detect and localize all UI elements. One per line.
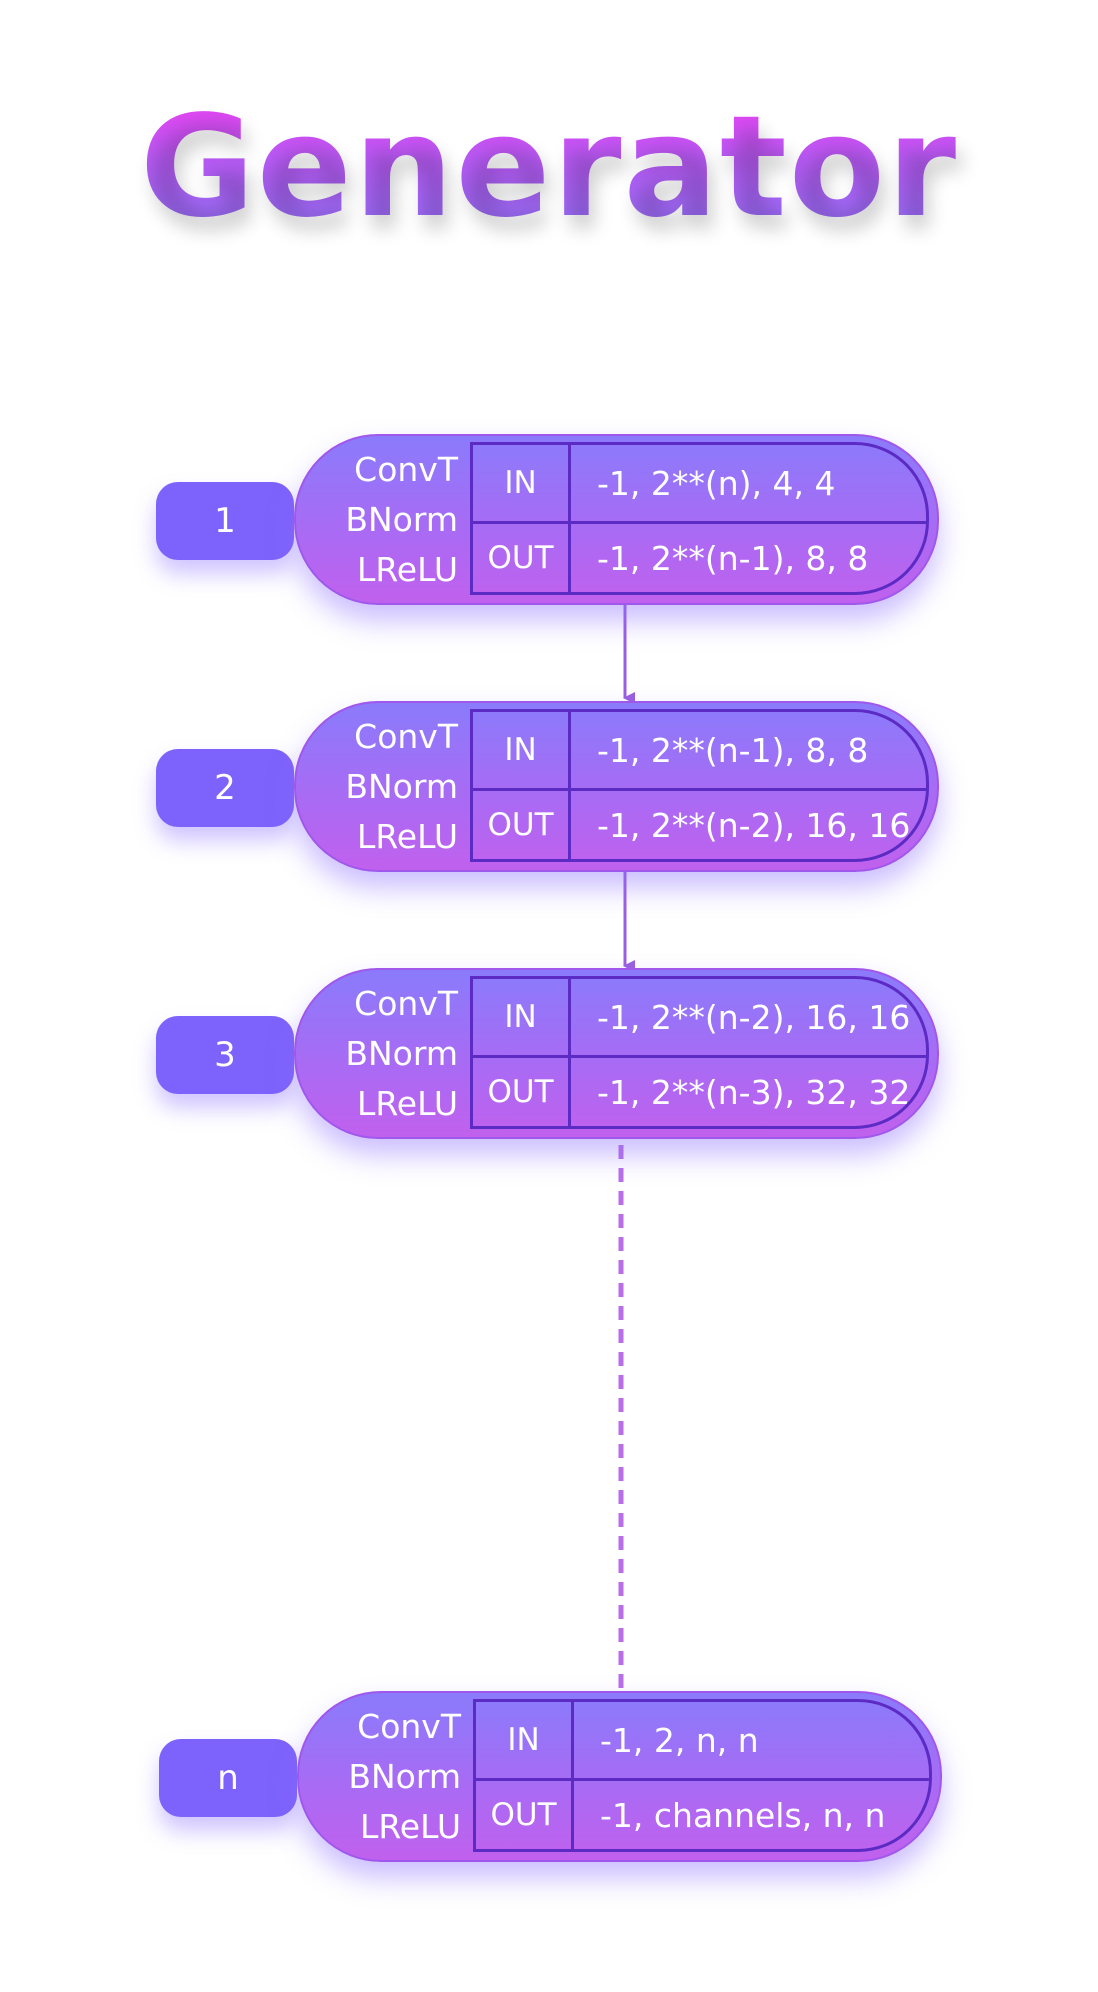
op-bnorm: BNorm <box>345 1033 458 1073</box>
io-row-in: IN -1, 2**(n-1), 8, 8 <box>473 712 926 791</box>
layer-block: ConvT BNorm LReLU IN -1, 2**(n-2), 16, 1… <box>294 968 939 1139</box>
op-bnorm: BNorm <box>345 766 458 806</box>
in-value: -1, 2**(n-2), 16, 16 <box>597 997 911 1037</box>
layer-badge: 1 <box>156 482 294 560</box>
in-label: IN <box>473 712 571 788</box>
layer-ops: ConvT BNorm LReLU <box>296 703 472 870</box>
in-label: IN <box>473 979 571 1055</box>
layer-ops: ConvT BNorm LReLU <box>296 970 472 1137</box>
out-value: -1, 2**(n-3), 32, 32 <box>597 1072 911 1112</box>
io-row-out: OUT -1, channels, n, n <box>476 1778 929 1849</box>
op-lrelu: LReLU <box>356 549 458 589</box>
io-row-out: OUT -1, 2**(n-2), 16, 16 <box>473 788 926 859</box>
layer-ops: ConvT BNorm LReLU <box>296 436 472 603</box>
io-row-in: IN -1, 2, n, n <box>476 1702 929 1781</box>
layer-badge: n <box>159 1739 297 1817</box>
layer-block: ConvT BNorm LReLU IN -1, 2**(n), 4, 4 OU… <box>294 434 939 605</box>
out-label: OUT <box>473 788 571 859</box>
in-label: IN <box>476 1702 574 1778</box>
op-convt: ConvT <box>357 1706 461 1746</box>
io-table: IN -1, 2**(n), 4, 4 OUT -1, 2**(n-1), 8,… <box>470 442 929 595</box>
out-label: OUT <box>476 1778 574 1849</box>
diagram-title: Generator <box>0 88 1098 248</box>
layer-badge: 2 <box>156 749 294 827</box>
out-value: -1, 2**(n-1), 8, 8 <box>597 538 869 578</box>
layer-block: ConvT BNorm LReLU IN -1, 2**(n-1), 8, 8 … <box>294 701 939 872</box>
out-value: -1, channels, n, n <box>600 1795 886 1835</box>
in-value: -1, 2, n, n <box>600 1720 759 1760</box>
io-row-in: IN -1, 2**(n-2), 16, 16 <box>473 979 926 1058</box>
io-row-in: IN -1, 2**(n), 4, 4 <box>473 445 926 524</box>
out-label: OUT <box>473 1055 571 1126</box>
in-value: -1, 2**(n-1), 8, 8 <box>597 730 869 770</box>
layer-3: 3 ConvT BNorm LReLU IN -1, 2**(n-2), 16,… <box>156 968 939 1139</box>
in-label: IN <box>473 445 571 521</box>
out-label: OUT <box>473 521 571 592</box>
layer-2: 2 ConvT BNorm LReLU IN -1, 2**(n-1), 8, … <box>156 701 939 872</box>
op-lrelu: LReLU <box>359 1806 461 1846</box>
io-table: IN -1, 2**(n-2), 16, 16 OUT -1, 2**(n-3)… <box>470 976 929 1129</box>
op-bnorm: BNorm <box>348 1756 461 1796</box>
layer-block: ConvT BNorm LReLU IN -1, 2, n, n OUT -1,… <box>297 1691 942 1862</box>
in-value: -1, 2**(n), 4, 4 <box>597 463 836 503</box>
op-convt: ConvT <box>354 449 458 489</box>
op-lrelu: LReLU <box>356 816 458 856</box>
title-text: Generator <box>139 86 959 249</box>
io-table: IN -1, 2**(n-1), 8, 8 OUT -1, 2**(n-2), … <box>470 709 929 862</box>
out-value: -1, 2**(n-2), 16, 16 <box>597 805 911 845</box>
op-lrelu: LReLU <box>356 1083 458 1123</box>
io-table: IN -1, 2, n, n OUT -1, channels, n, n <box>473 1699 932 1852</box>
io-row-out: OUT -1, 2**(n-1), 8, 8 <box>473 521 926 592</box>
layer-n: n ConvT BNorm LReLU IN -1, 2, n, n OUT -… <box>159 1691 942 1862</box>
op-bnorm: BNorm <box>345 499 458 539</box>
io-row-out: OUT -1, 2**(n-3), 32, 32 <box>473 1055 926 1126</box>
op-convt: ConvT <box>354 983 458 1023</box>
op-convt: ConvT <box>354 716 458 756</box>
layer-badge: 3 <box>156 1016 294 1094</box>
layer-1: 1 ConvT BNorm LReLU IN -1, 2**(n), 4, 4 … <box>156 434 939 605</box>
layer-ops: ConvT BNorm LReLU <box>299 1693 475 1860</box>
